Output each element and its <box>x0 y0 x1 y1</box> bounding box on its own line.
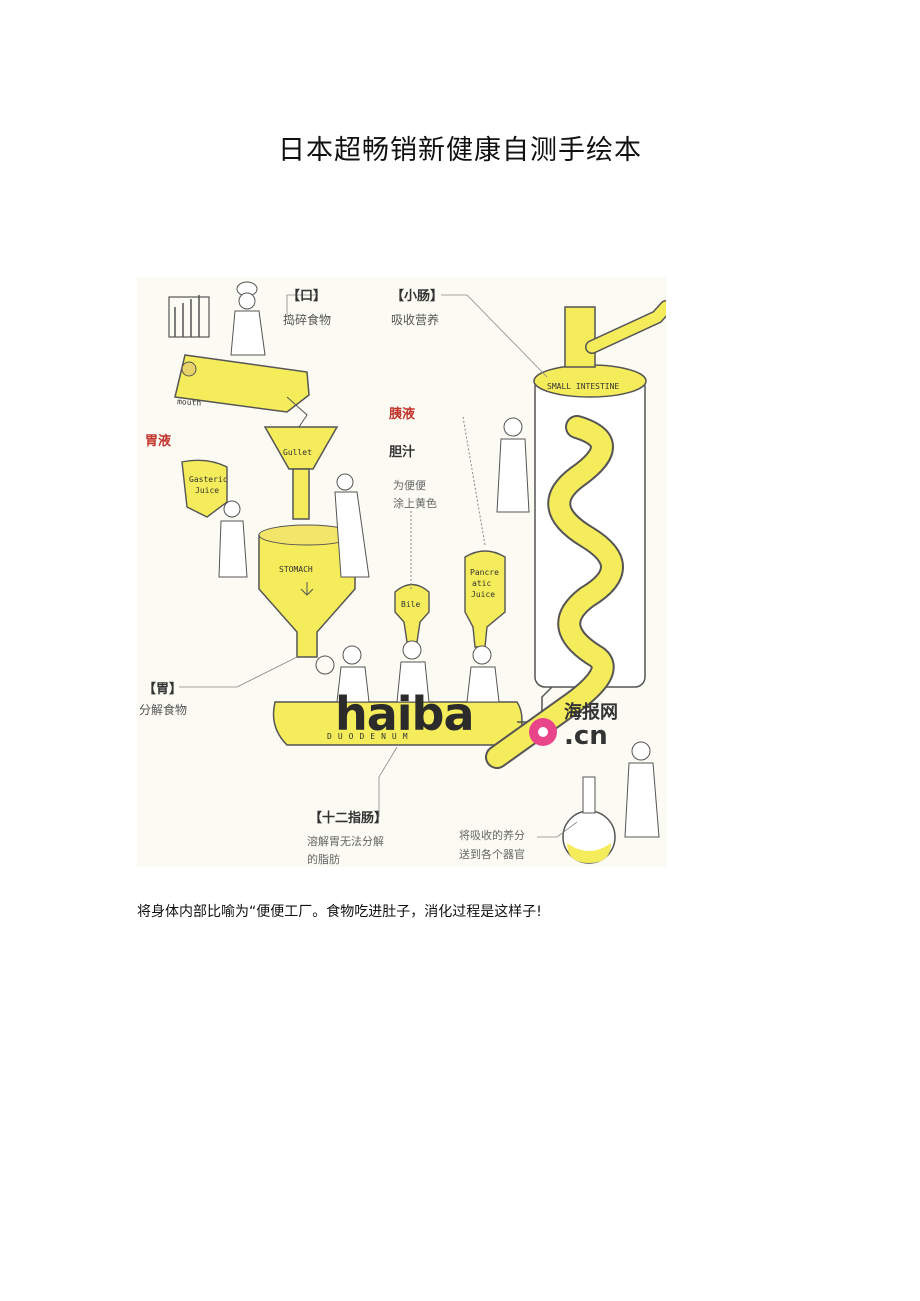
label-small-intestine-desc: 吸收营养 <box>391 313 440 327</box>
leader-lines <box>179 294 578 838</box>
nutrient-flask <box>562 776 616 864</box>
gastric-flask-label-1: Gasteric <box>189 475 228 484</box>
stomach-tank: STOMACH <box>258 524 356 675</box>
digestion-factory-drawing: mouth Gullet STOMACH Gasteric Juice <box>168 281 666 864</box>
pancreatic-flask-label-2: atic <box>472 579 491 588</box>
label-gastric-juice: 胃液 <box>145 434 172 449</box>
duodenum-machine-label: DUODENUM <box>327 732 414 741</box>
label-stomach-desc: 分解食物 <box>139 703 188 717</box>
gullet-machine-label: Gullet <box>283 448 312 457</box>
pancreatic-flask-label-1: Pancre <box>470 568 499 577</box>
label-bile-note-2: 涂上黄色 <box>393 497 437 510</box>
worker-stomach-right <box>334 473 370 578</box>
document-title: 日本超畅销新健康自测手绘本 <box>278 135 642 166</box>
mouth-machine-label: mouth <box>177 397 202 408</box>
label-duodenum-desc-2: 的脂肪 <box>307 853 340 866</box>
gullet-funnel: Gullet <box>263 426 339 520</box>
duodenum-workers <box>336 640 500 703</box>
label-stomach: 【胃】 <box>143 682 183 697</box>
watermark-latin: haiba <box>335 687 475 741</box>
pancreatic-flask-label-3: Juice <box>471 590 495 599</box>
gastric-flask-label-2: Juice <box>195 486 219 495</box>
watermark-chinese: 海报网 <box>564 702 618 723</box>
worker-stomach-left <box>218 500 248 578</box>
label-duodenum: 【十二指肠】 <box>309 811 388 826</box>
stomach-machine-label: STOMACH <box>279 565 313 574</box>
mouth-conveyor: mouth <box>168 295 310 428</box>
label-transport-desc-2: 送到各个器官 <box>459 848 525 861</box>
label-duodenum-desc-1: 溶解胃无法分解 <box>307 835 384 848</box>
digestion-illustration: mouth Gullet STOMACH Gasteric Juice <box>137 277 666 867</box>
document-caption: 将身体内部比喻为“便便工厂。食物吃进肚子，消化过程是这样子! <box>137 904 542 920</box>
pancreatic-flask: Pancre atic Juice <box>462 416 506 648</box>
gastric-juice-flask: Gasteric Juice <box>181 459 228 518</box>
bile-flask: Bile <box>394 511 430 643</box>
label-pancreatic-juice: 胰液 <box>389 407 416 422</box>
label-mouth-desc: 捣碎食物 <box>283 313 332 327</box>
worker-mouth <box>230 281 266 356</box>
worker-nutrient <box>624 741 660 838</box>
label-bile-note-1: 为便便 <box>393 479 426 492</box>
small-intestine-machine-label: SMALL INTESTINE <box>547 382 619 391</box>
label-bile: 胆汁 <box>389 445 416 460</box>
label-small-intestine: 【小肠】 <box>391 289 444 304</box>
label-transport-desc-1: 将吸收的养分 <box>459 829 525 842</box>
small-intestine-column: SMALL INTESTINE <box>485 300 666 769</box>
bile-flask-label: Bile <box>401 600 420 609</box>
watermark-flower-icon <box>529 718 557 746</box>
label-mouth: 【口】 <box>287 289 327 304</box>
worker-small-intestine <box>496 417 530 513</box>
watermark-domain: .cn <box>564 721 608 751</box>
